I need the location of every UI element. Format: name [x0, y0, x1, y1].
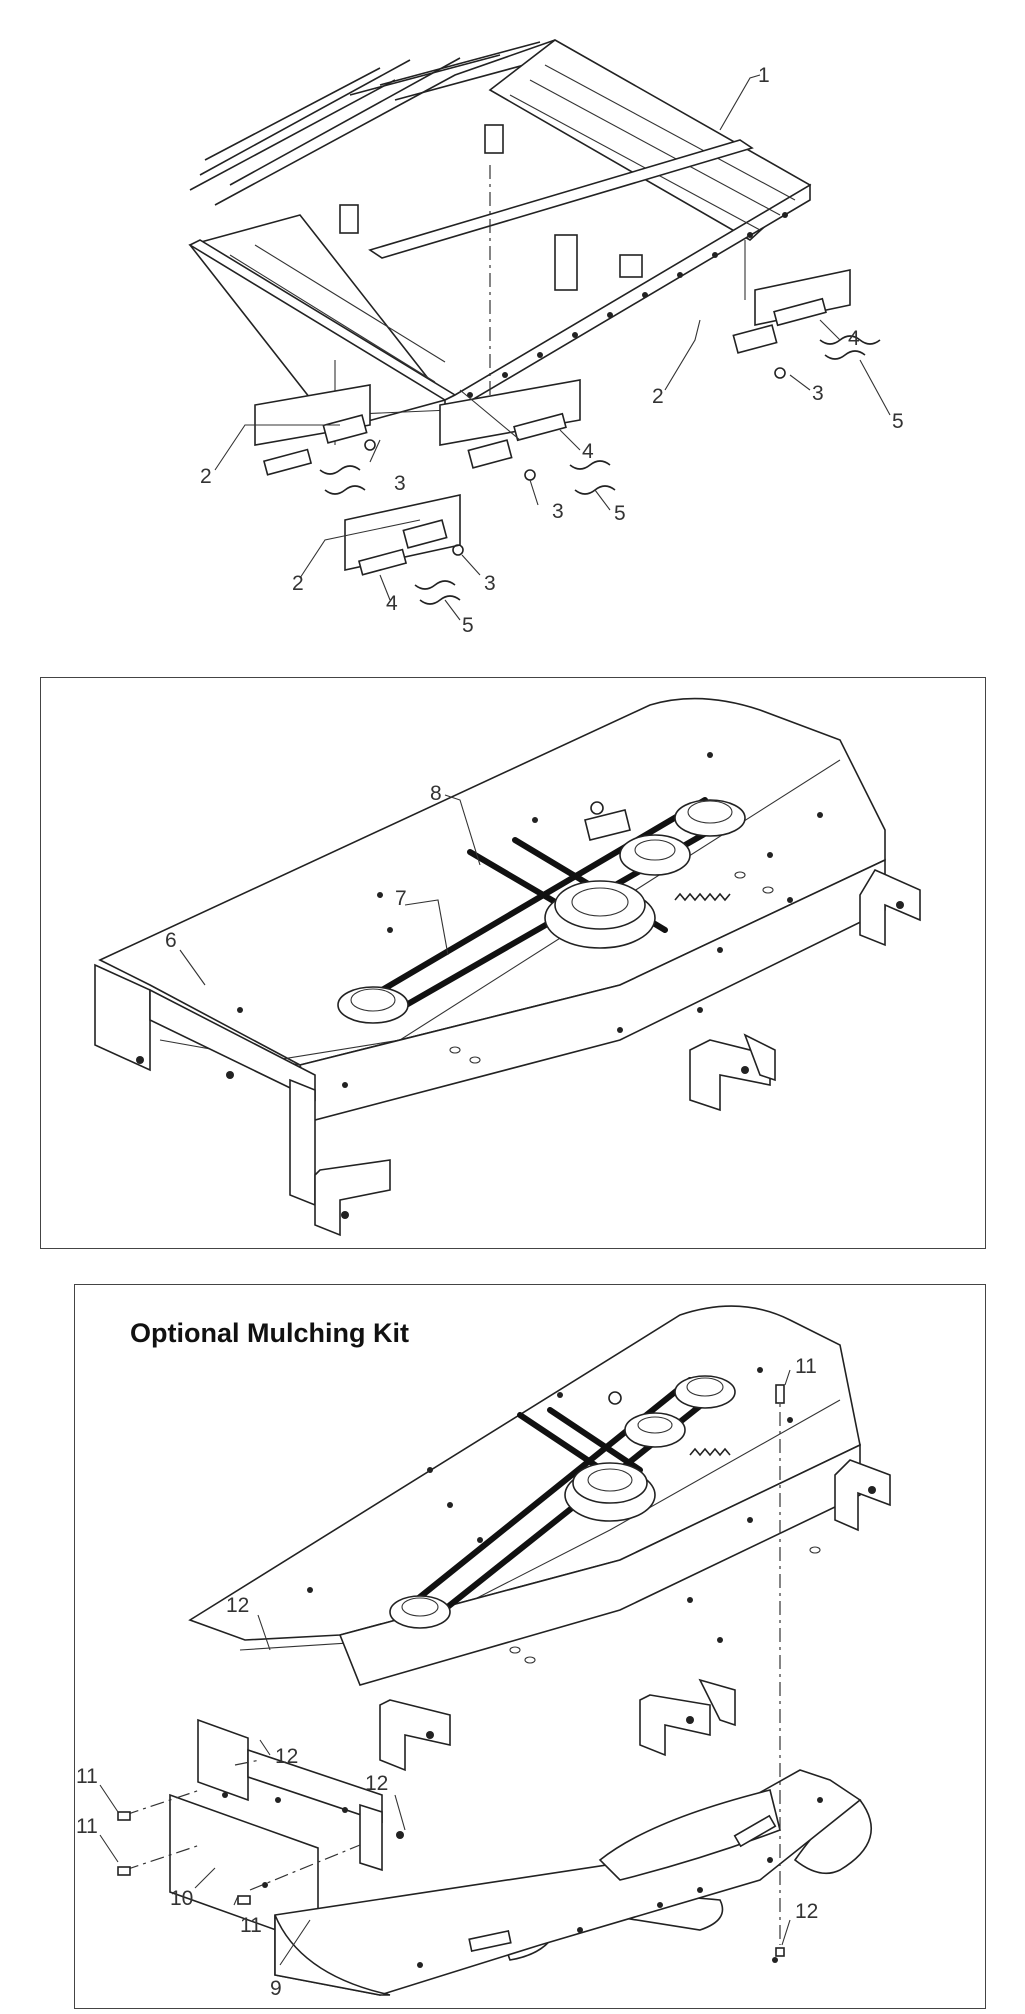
callout-8: 8: [430, 782, 442, 805]
callout-5-bottom: 5: [462, 614, 474, 637]
carriage-frame: [188, 39, 812, 445]
callout-11-lower-left: 11: [76, 1815, 98, 1838]
callout-11-upper-left: 11: [76, 1765, 98, 1788]
deck-shell: [94, 697, 921, 1237]
callout-4-right: 4: [848, 327, 860, 350]
callout-11-bottom: 11: [240, 1914, 262, 1937]
mulching-kit-title: Optional Mulching Kit: [130, 1318, 409, 1348]
panel-2-leaders: [179, 794, 481, 986]
hitch-pin-assembly-bottom: [344, 494, 464, 605]
hitch-pin-assembly-right: [732, 269, 881, 379]
callout-2-left: 2: [200, 465, 212, 488]
hitch-pin-assembly-left: [254, 384, 376, 495]
pulley-drive: [337, 797, 746, 1024]
callout-12-right: 12: [365, 1772, 388, 1795]
panel-3-leaders: [99, 1369, 791, 1966]
callout-7: 7: [395, 887, 407, 910]
callout-2-bottom: 2: [292, 572, 304, 595]
panel-2-border: [40, 677, 986, 1249]
mulching-pulley-drive: [389, 1375, 736, 1629]
callout-12-bottom: 12: [795, 1900, 818, 1923]
panel-2-mower-deck: 6 7 8: [94, 697, 921, 1237]
callout-6: 6: [165, 929, 177, 952]
panel-1-leaders: [214, 74, 891, 621]
callout-10: 10: [170, 1887, 193, 1910]
callout-11-top: 11: [795, 1355, 817, 1378]
callout-12-top: 12: [226, 1594, 249, 1617]
callout-4-center: 4: [582, 440, 594, 463]
callout-3-left: 3: [394, 472, 406, 495]
callout-2-right: 2: [652, 385, 664, 408]
callout-1: 1: [758, 64, 770, 87]
mulching-plates: [169, 1718, 404, 1947]
panel-3-border: [74, 1284, 986, 2009]
callout-9: 9: [270, 1977, 282, 2000]
callout-5-right: 5: [892, 410, 904, 433]
callout-3-right: 3: [812, 382, 824, 405]
callout-12-middle: 12: [275, 1745, 298, 1768]
callout-5-center: 5: [614, 502, 626, 525]
mulching-baffle: [274, 1769, 872, 1996]
mulching-deck-shell: [188, 1305, 891, 1772]
panel-1-frame-assembly: 1 2 2 2 3 3 3 3 4 4 4 5 5 5: [188, 39, 904, 637]
callout-3-bottom: 3: [484, 572, 496, 595]
callout-4-bottom: 4: [386, 592, 398, 615]
callout-3-center: 3: [552, 500, 564, 523]
fastener-axes: [117, 1384, 785, 1957]
